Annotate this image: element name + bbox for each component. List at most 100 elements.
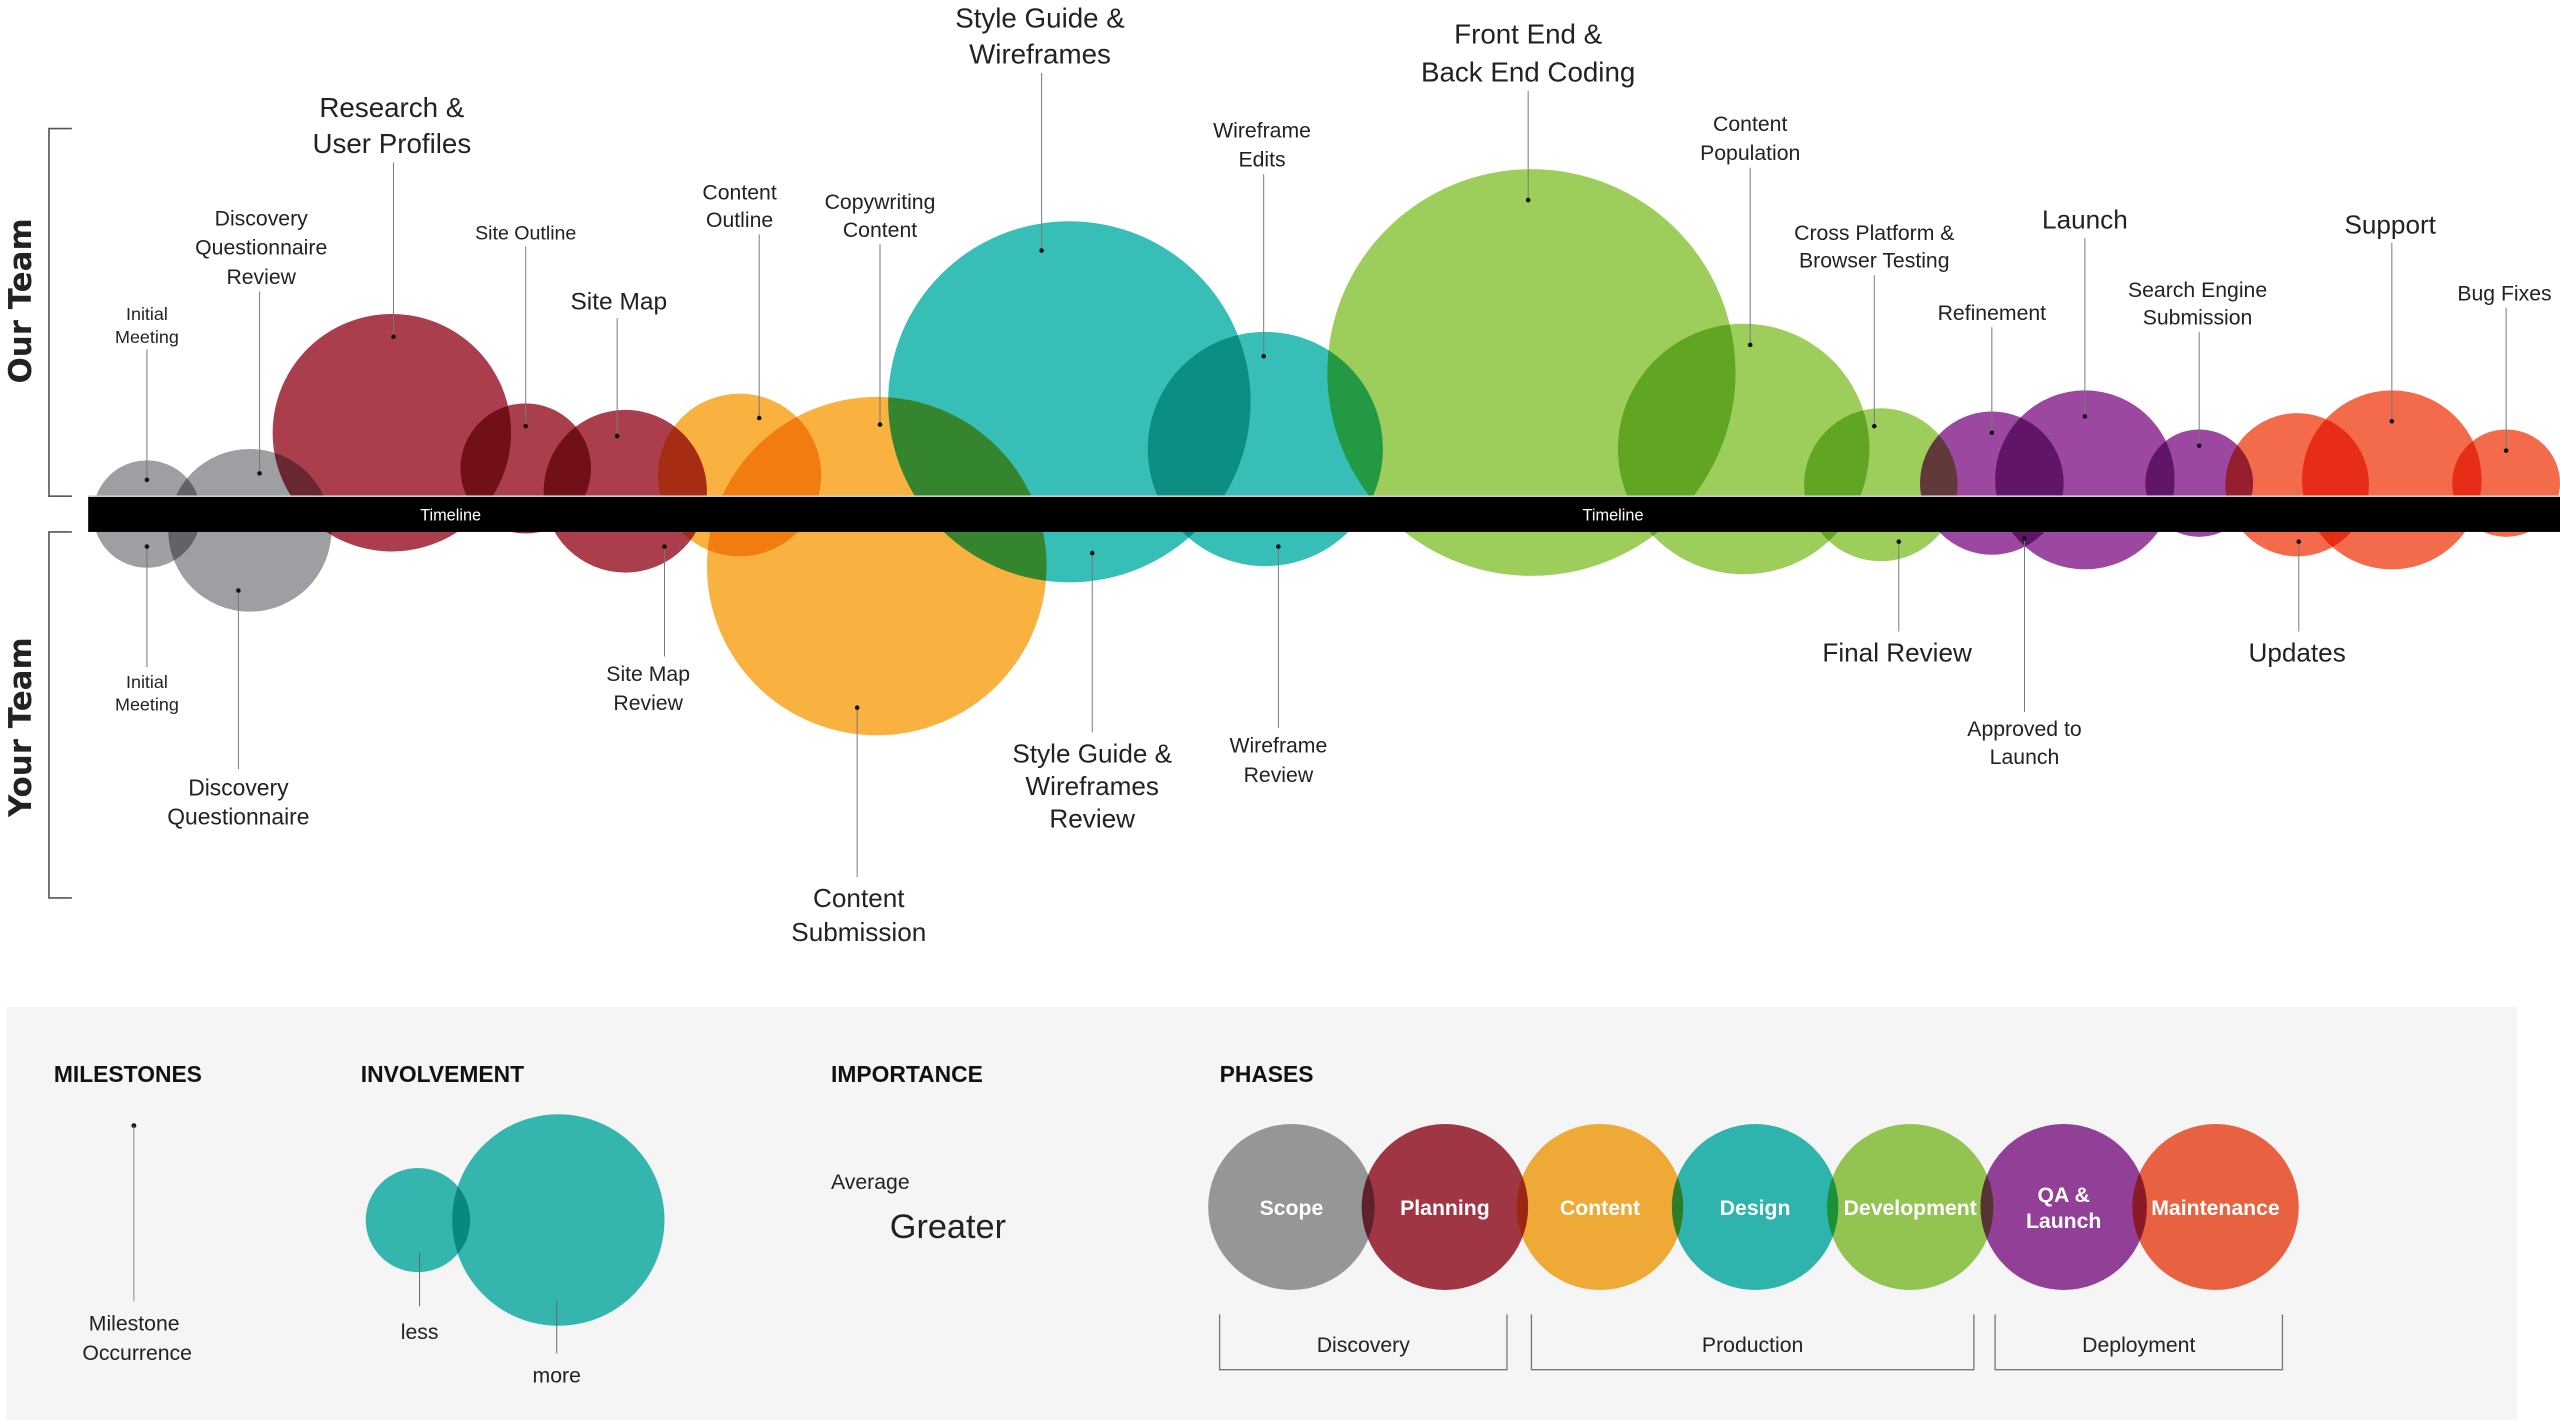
milestone-dot <box>391 334 396 340</box>
milestone-dot <box>257 471 262 476</box>
phase-label: Design <box>1720 1197 1791 1220</box>
milestone-dot <box>614 433 620 439</box>
phase-maintenance: Maintenance <box>2132 1124 2299 1290</box>
milestone-dot <box>236 588 241 593</box>
legend-involvement-less: less <box>401 1321 439 1344</box>
milestone-dot <box>854 705 860 710</box>
milestone-dot <box>1989 430 1995 435</box>
legend-involvement-more-circle <box>452 1114 665 1326</box>
phase-circle <box>1671 1124 1839 1290</box>
legend-involvement-title: INVOLVEMENT <box>361 1061 524 1087</box>
milestone-our-launch: Launch <box>2042 205 2128 419</box>
milestone-our-refinement: Refinement <box>1938 302 2046 435</box>
milestone-dot <box>662 544 667 549</box>
legend-importance-average: Average <box>831 1171 910 1194</box>
milestone-dot <box>144 544 150 549</box>
phase-label: QA &Launch <box>2026 1184 2101 1233</box>
phase-group-discovery: Discovery <box>1218 1314 1508 1371</box>
your-team-label: Your Team <box>3 637 39 818</box>
milestone-dot <box>1089 550 1095 556</box>
milestone-your-updates: Updates <box>2249 539 2346 667</box>
phase-circle <box>2132 1124 2299 1290</box>
legend-milestones-title: MILESTONES <box>54 1061 202 1087</box>
phase-label: Planning <box>1400 1197 1490 1220</box>
milestone-label: Style Guide &Wireframes <box>955 3 1125 70</box>
milestone-dot <box>2082 414 2088 419</box>
phase-group-production: Production <box>1530 1314 1975 1371</box>
phase-group-label: Production <box>1702 1334 1803 1357</box>
milestone-dot <box>1525 197 1531 203</box>
phase-circle <box>1826 1124 1994 1290</box>
milestone-label: Launch <box>2042 205 2128 235</box>
phase-group-bracket <box>1218 1314 1508 1371</box>
milestone-your-final-review: Final Review <box>1822 539 1972 667</box>
phase-planning: Planning <box>1361 1124 1529 1290</box>
milestone-our-research-user-profiles: Research &User Profiles <box>312 92 471 340</box>
milestone-our-style-guide-wireframes: Style Guide &Wireframes <box>955 3 1125 253</box>
milestone-label: Updates <box>2249 637 2346 667</box>
phase-qa-launch: QA &Launch <box>1980 1124 2147 1290</box>
phase-group-deployment: Deployment <box>1994 1314 2284 1371</box>
milestone-label: Site Map <box>570 289 667 316</box>
timeline-label-left: Timeline <box>420 507 481 525</box>
legend-importance-title: IMPORTANCE <box>831 1061 983 1087</box>
bubbles-group <box>93 169 2560 736</box>
legend-importance-greater: Greater <box>890 1208 1006 1246</box>
phase-label: Development <box>1844 1197 1977 1220</box>
milestone-our-site-outline: Site Outline <box>475 222 576 429</box>
milestone-dot <box>1039 248 1044 253</box>
milestone-dot <box>144 477 150 483</box>
milestone-label: Site Outline <box>475 222 576 244</box>
legend-involvement-less-circle <box>365 1167 471 1273</box>
milestone-our-cross-platform-browser-testing: Cross Platform &Browser Testing <box>1794 222 1954 429</box>
our-team-bracket <box>48 127 72 497</box>
milestone-dot <box>877 422 883 427</box>
phase-group-bracket <box>1530 1314 1975 1371</box>
milestone-dot <box>523 423 528 429</box>
phase-label: Scope <box>1260 1197 1324 1220</box>
milestone-dot <box>756 415 762 421</box>
milestone-label: Bug Fixes <box>2457 282 2551 305</box>
milestone-our-front-end-back-end-coding: Front End &Back End Coding <box>1421 19 1635 203</box>
bubble-planning <box>272 313 512 552</box>
milestone-label: Cross Platform &Browser Testing <box>1794 222 1954 273</box>
milestone-label: Front End &Back End Coding <box>1421 19 1635 88</box>
phase-group-bracket <box>1994 1314 2284 1371</box>
phase-content: Content <box>1516 1124 1684 1290</box>
milestone-dot <box>2022 536 2027 541</box>
milestone-dot <box>2296 539 2302 544</box>
milestone-label: Support <box>2344 210 2436 240</box>
legend-milestone-label: Milestone Occurrence <box>82 1313 192 1365</box>
phase-label: Content <box>1560 1197 1640 1220</box>
milestone-dot <box>1261 353 1266 359</box>
milestone-dot <box>1276 544 1281 549</box>
phase-group-label: Deployment <box>2082 1334 2195 1357</box>
phase-scope: Scope <box>1208 1124 1375 1290</box>
milestone-our-support: Support <box>2344 210 2437 424</box>
milestone-dot <box>2389 419 2395 424</box>
